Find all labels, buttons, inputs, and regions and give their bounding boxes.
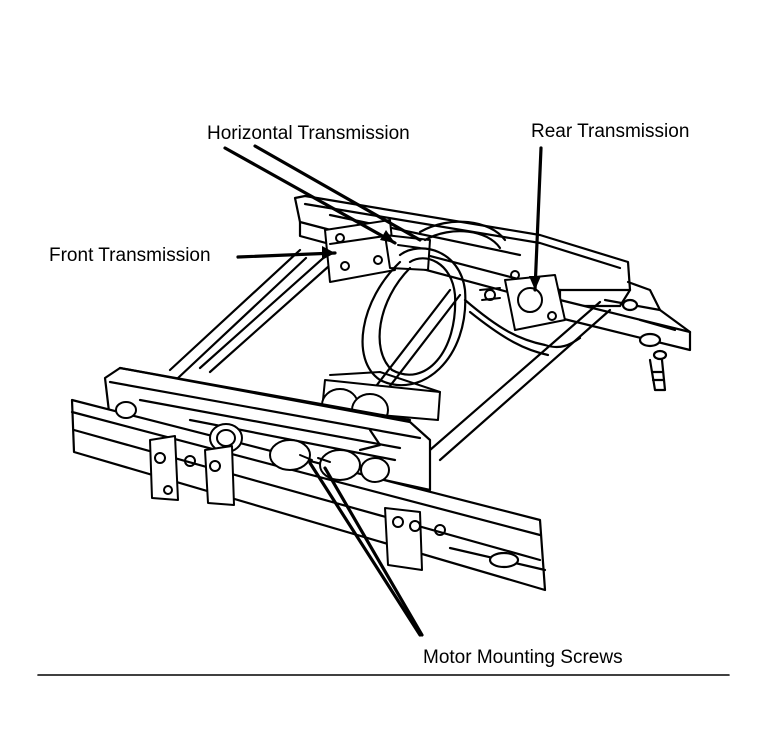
- motor-mounting-screws-label: Motor Mounting Screws: [423, 647, 623, 668]
- front-transmission-label: Front Transmission: [49, 245, 211, 266]
- leader-horizontal-transmission-b: [253, 144, 422, 242]
- rear-transmission: [479, 270, 566, 331]
- rear-transmission-label: Rear Transmission: [531, 121, 690, 142]
- front-transmission: [324, 219, 396, 283]
- leader-arrowheads: [322, 230, 541, 290]
- mounting-brackets: [149, 435, 446, 571]
- leader-motor-screws-b: [323, 466, 424, 637]
- horizontal-transmission-label: Horizontal Transmission: [207, 123, 410, 144]
- leader-horizontal-transmission-a: [223, 146, 397, 245]
- front-lower-rail: [70, 398, 547, 592]
- rear-lower-bar: [558, 280, 692, 392]
- leader-rear-transmission: [533, 146, 543, 292]
- leader-motor-screws-a: [308, 461, 422, 637]
- leader-lines: [223, 144, 543, 637]
- rollers: [115, 401, 390, 483]
- leader-front-transmission: [236, 251, 337, 259]
- drive-cables: [361, 220, 582, 387]
